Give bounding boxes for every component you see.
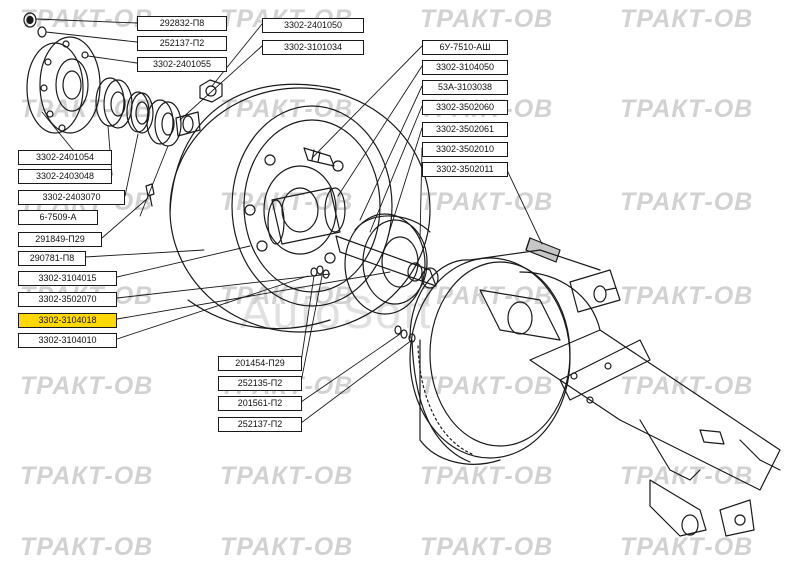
brake-lining-part [525,237,561,263]
part-label[interactable]: 252137-П2 [137,36,227,51]
part-label[interactable]: 3302-2401055 [137,57,227,72]
part-label[interactable]: 6-7509-А [18,210,98,225]
leader-lines [35,18,543,424]
watermark-text: ТРАКТ-ОВ [620,372,754,400]
outer-bearing-part [95,77,133,129]
part-label[interactable]: 292832-П8 [137,16,227,31]
part-label[interactable]: 3302-2401050 [262,18,364,33]
part-label[interactable]: 3302-3104010 [18,333,117,348]
hub-bolt-part [175,111,201,137]
wheel-cylinder-part [569,269,621,313]
watermark-text: ТРАКТ-ОВ [620,95,754,123]
watermark-text: ТРАКТ-ОВ [620,5,754,33]
part-label-highlighted[interactable]: 3302-3104018 [18,313,117,328]
part-label[interactable]: 3302-3502060 [422,100,508,115]
nut-part [23,12,47,38]
part-label[interactable]: 3302-2403070 [18,190,125,205]
part-label[interactable]: 201561-П2 [218,396,302,411]
watermark-text: ТРАКТ-ОВ [420,282,554,310]
part-label[interactable]: 290781-П8 [18,251,86,266]
part-label[interactable]: 53А-3103038 [422,80,508,95]
small-bolt-part [145,183,155,207]
part-label[interactable]: 3302-2401054 [18,150,112,165]
watermark-text: ТРАКТ-ОВ [20,95,154,123]
brake-shoe-ring-part [344,213,431,315]
watermark-text: ТРАКТ-ОВ [420,533,554,561]
part-label[interactable]: 3302-3502010 [422,142,508,157]
part-label[interactable]: 252137-П2 [218,417,302,432]
watermark-text: ТРАКТ-ОВ [620,462,754,490]
part-label[interactable]: 201454-П29 [218,356,302,371]
watermark-text: ТРАКТ-ОВ [620,188,754,216]
part-label[interactable]: 6У-7510-АШ [422,40,508,55]
watermark-text: ТРАКТ-ОВ [20,533,154,561]
part-label[interactable]: 3302-3104015 [18,271,117,286]
brake-drum-part [169,83,431,333]
watermark-text: ТРАКТ-ОВ [20,462,154,490]
watermark-text: ТРАКТ-ОВ [420,5,554,33]
axle-beam-part [529,329,781,491]
watermark-text: ТРАКТ-ОВ [220,282,354,310]
spindle-part [649,479,755,537]
hub-flange-part [26,36,101,134]
watermark-text: ТРАКТ-ОВ [220,188,354,216]
seal-ring-part [126,91,154,134]
watermark-text: ТРАКТ-ОВ [420,372,554,400]
back-plate-part [409,249,601,465]
watermark-text: ТРАКТ-ОВ [20,372,154,400]
watermark-text: ТРАКТ-ОВ [420,188,554,216]
axle-shaft-part [335,235,439,289]
wheel-stud-part [303,147,335,167]
part-label[interactable]: 3302-3101034 [262,40,364,55]
part-label[interactable]: 3302-3502061 [422,122,508,137]
part-label[interactable]: 252135-П2 [218,376,302,391]
drum-hub-part [267,187,346,245]
watermark-text: ТРАКТ-ОВ [620,282,754,310]
watermark-text: ТРАКТ-ОВ [220,462,354,490]
hex-nut-part [199,79,223,103]
watermark-text: ТРАКТ-ОВ [620,533,754,561]
part-label[interactable]: 3302-3502070 [18,292,117,307]
part-label[interactable]: 3302-3502011 [422,162,508,177]
part-label[interactable]: 3302-2403048 [18,169,112,184]
watermark-text: ТРАКТ-ОВ [420,462,554,490]
part-label[interactable]: 291849-П29 [18,232,102,247]
watermark-text: ТРАКТ-ОВ [220,533,354,561]
part-label[interactable]: 3302-3104050 [422,60,508,75]
